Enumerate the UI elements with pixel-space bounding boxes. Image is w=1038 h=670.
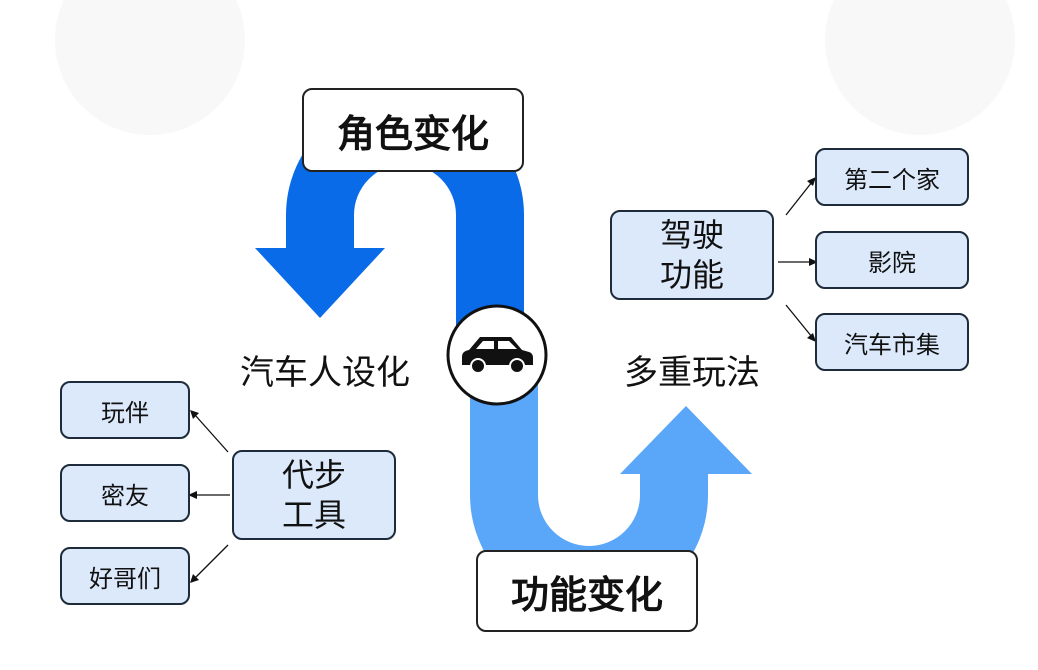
left-main-box: 代步 工具 (232, 450, 396, 540)
car-icon (462, 337, 533, 374)
top-title: 角色变化 (336, 111, 489, 156)
right-item-3: 汽车市集 (815, 313, 969, 371)
left-arrowheads (188, 410, 199, 583)
right-item-1-label: 第二个家 (844, 165, 940, 194)
right-main-line-1: 驾驶 (659, 216, 724, 254)
left-item-1: 玩伴 (60, 381, 190, 439)
down-arrow-head (255, 248, 385, 318)
right-arrowheads (807, 177, 818, 342)
right-main-line-2: 功能 (659, 256, 724, 294)
left-item-1-label: 玩伴 (101, 398, 149, 427)
right-connectors (778, 181, 813, 338)
left-label: 汽车人设化 (240, 353, 410, 393)
left-item-3: 好哥们 (60, 547, 190, 605)
left-item-2: 密友 (60, 464, 190, 522)
left-item-2-label: 密友 (101, 481, 149, 510)
left-main-line-2: 工具 (281, 496, 346, 534)
right-item-1: 第二个家 (815, 148, 969, 206)
watermark (55, 0, 1015, 135)
left-item-3-label: 好哥们 (89, 564, 161, 593)
right-item-2: 影院 (815, 231, 969, 289)
bottom-title-box: 功能变化 (476, 550, 698, 632)
right-item-3-label: 汽车市集 (844, 330, 940, 359)
left-connectors (193, 414, 230, 579)
left-main-line-1: 代步 (281, 456, 346, 494)
up-arrow-head (620, 406, 752, 474)
top-title-box: 角色变化 (302, 88, 524, 172)
right-label: 多重玩法 (624, 353, 760, 393)
right-main-box: 驾驶 功能 (610, 210, 774, 300)
bottom-title: 功能变化 (510, 572, 663, 617)
right-item-2-label: 影院 (868, 248, 916, 277)
